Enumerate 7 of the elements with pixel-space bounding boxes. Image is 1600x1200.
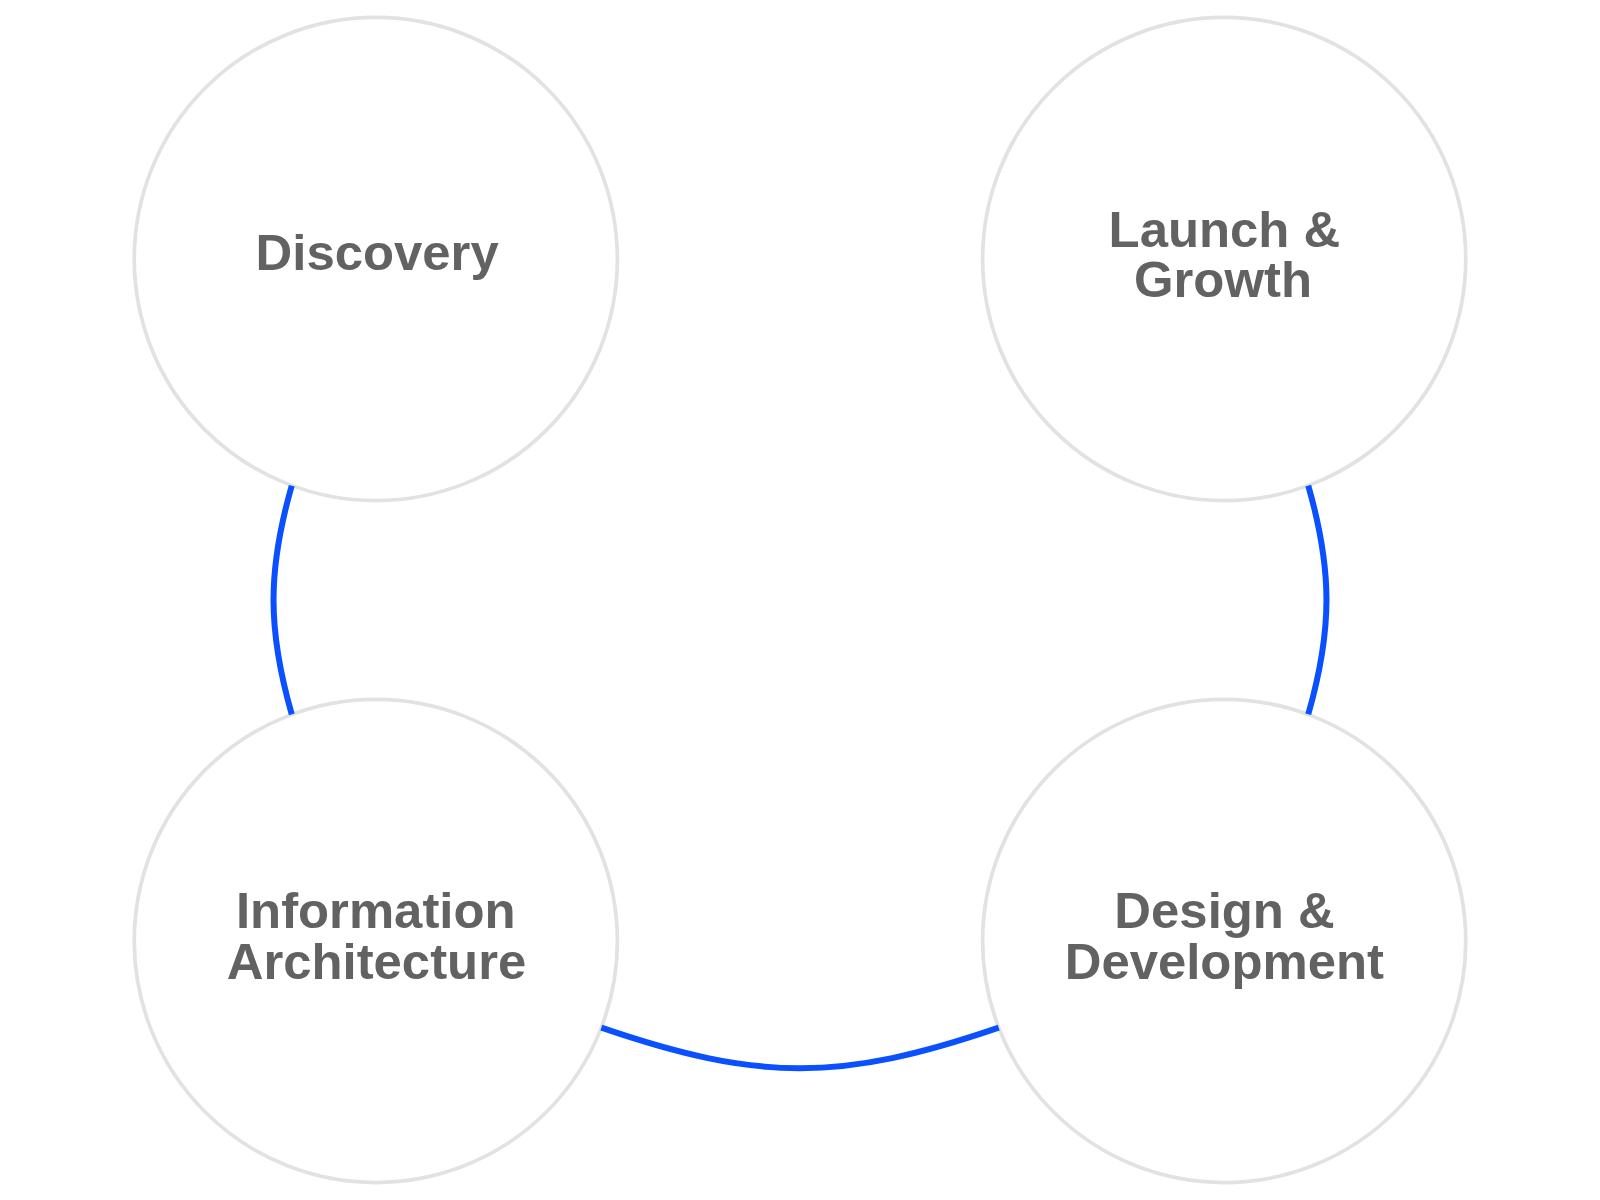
connector	[600, 1024, 1000, 1072]
connector	[1305, 484, 1330, 716]
node-circle: Design & Development	[980, 697, 1468, 1185]
connector	[270, 484, 295, 716]
node-circle: Information Architecture	[132, 697, 620, 1185]
node-circle: Discovery	[132, 15, 620, 503]
node-circle: Launch & Growth	[980, 15, 1468, 503]
